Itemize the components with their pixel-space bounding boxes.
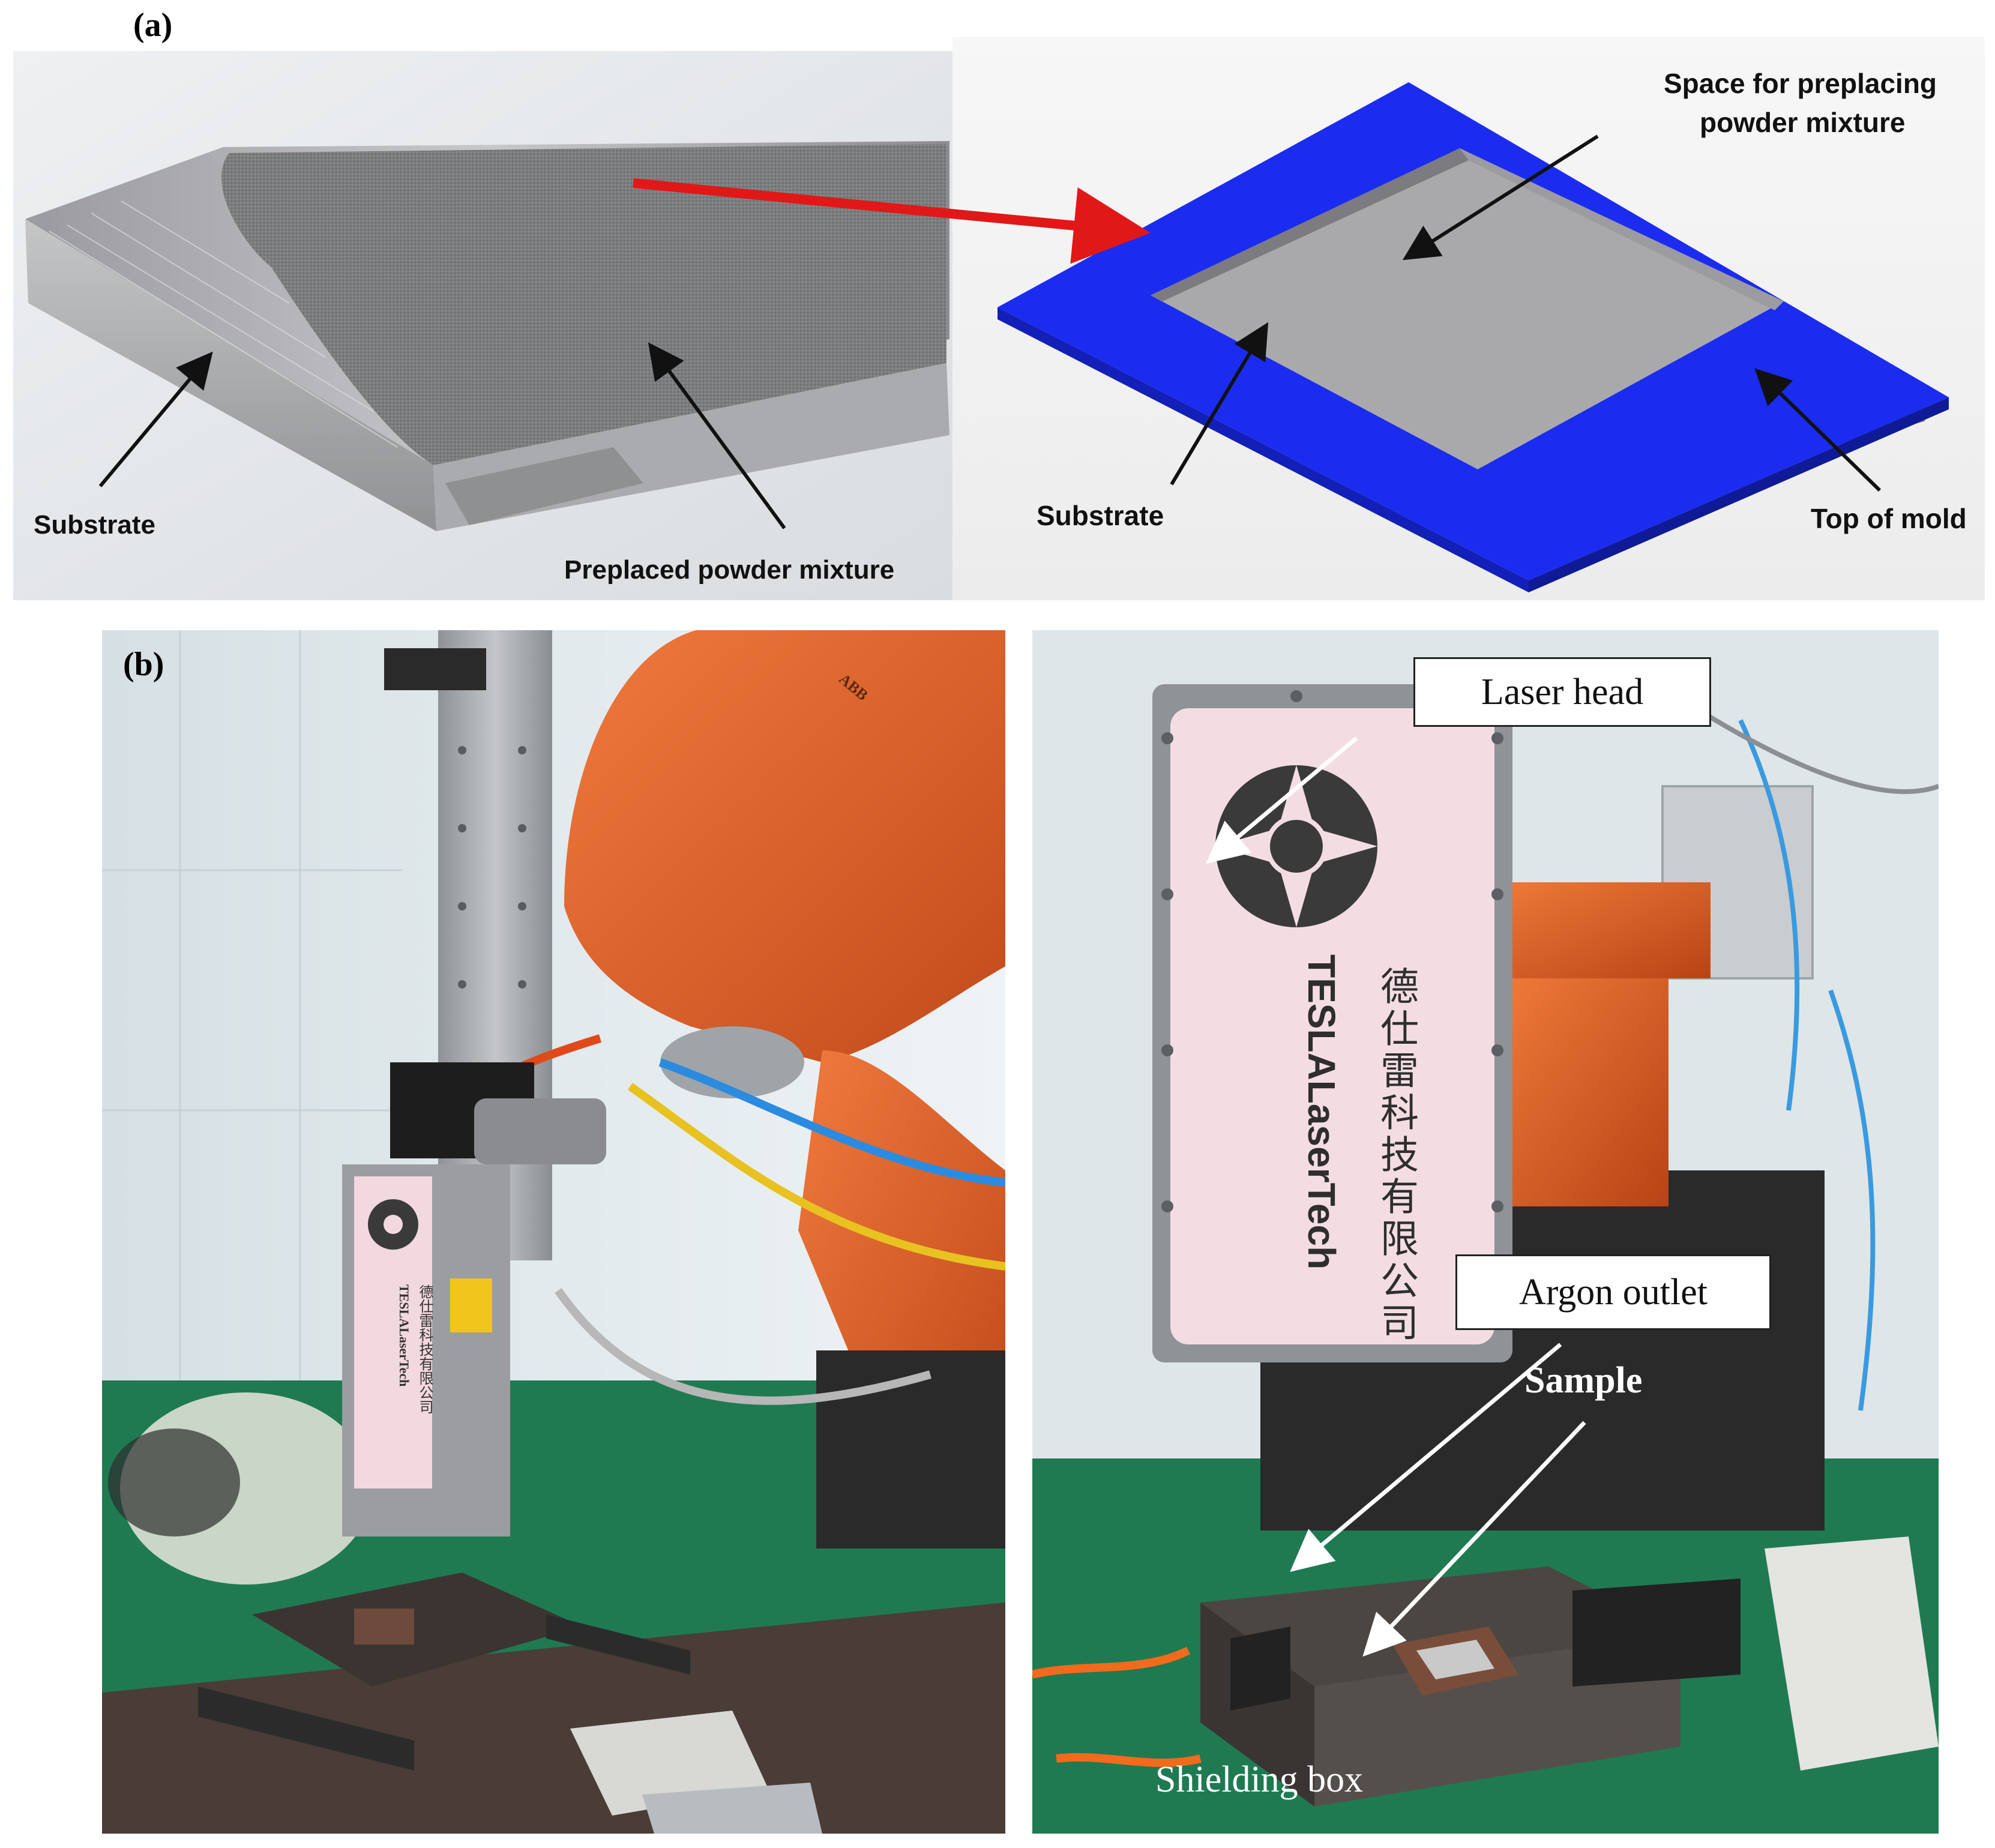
laser-plate-english-small: TESLALaserTech: [397, 1284, 412, 1387]
panel-b-white-arrows: [1206, 736, 1586, 1657]
laser-plate-english: TESLALaserTech: [1300, 954, 1343, 1270]
panel-a-letter: (a): [133, 7, 173, 44]
label-substrate-photo: Substrate: [34, 510, 155, 540]
label-sample: Sample: [1524, 1360, 1643, 1401]
panel-a-model-arrows: [1170, 134, 1882, 492]
label-substrate-model: Substrate: [1037, 500, 1164, 531]
laser-plate-chinese-small: 德仕雷科技有限公司: [417, 1284, 432, 1414]
callout-argon-outlet: Argon outlet: [1455, 1254, 1771, 1330]
label-top-of-mold: Top of mold: [1811, 503, 1967, 534]
panel-b-photo-laser-head: 德仕雷科技有限公司 TESLALaserTech Laser head Argo…: [1032, 630, 1939, 1834]
robot-cell-drawing: [102, 630, 1005, 1834]
panel-a-mold-model: Space for preplacing powder mixture Subs…: [952, 37, 1985, 600]
label-shielding-box: Shielding box: [1155, 1759, 1364, 1800]
label-space-line1: Space for preplacing: [1664, 68, 1937, 99]
panel-a-photo-arrows: [98, 342, 786, 529]
panel-b-photo-robot-cell: ABB 德仕雷科技有限公司 TESLALaserTech: [102, 630, 1005, 1834]
panel-a-photo-substrate: Substrate Preplaced powder mixture: [13, 51, 952, 600]
laser-plate-chinese: 德仕雷科技有限公司: [1375, 966, 1418, 1344]
substrate-photo-drawing: [13, 51, 952, 600]
label-preplaced-powder: Preplaced powder mixture: [564, 555, 895, 585]
callout-laser-head: Laser head: [1413, 657, 1711, 727]
panel-b-letter: (b): [123, 646, 164, 683]
red-connector-arrow: [633, 178, 1151, 264]
mold-model-drawing: [952, 37, 1985, 600]
laser-head-closeup-drawing: [1032, 630, 1939, 1834]
label-space-line2: powder mixture: [1700, 107, 1906, 138]
